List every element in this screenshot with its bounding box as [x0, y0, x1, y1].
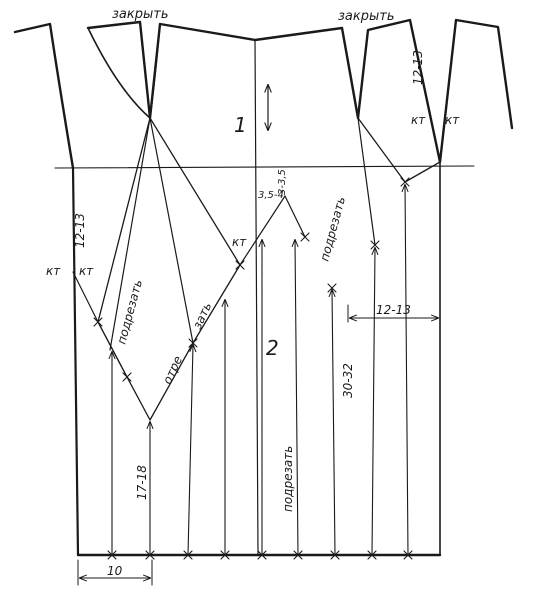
label-12-13-left: 12-13 [73, 213, 87, 248]
center-connector [239, 195, 286, 266]
hip-line [54, 165, 475, 169]
left-side-seam [71, 166, 80, 557]
label-cut-off-b: зать [190, 300, 214, 331]
label-kt-center: кт [232, 235, 247, 249]
center-line [254, 39, 259, 556]
label-cut-right: подрезать [317, 195, 348, 263]
right-connector [284, 195, 306, 238]
label-kt-left-b: кт [79, 264, 94, 278]
label-close-right: закрыть [338, 9, 394, 24]
label-3-3-5: 3-3,5 [277, 169, 288, 195]
label-cut-off-a: отре [160, 354, 185, 387]
node-marks [93, 177, 410, 382]
label-kt-right-a: кт [411, 113, 426, 127]
label-kt-left-a: кт [46, 264, 61, 278]
label-region-2: 2 [266, 336, 279, 360]
label-close-left: закрыть [112, 7, 168, 22]
label-12-13-right-top: 12-13 [411, 50, 425, 85]
label-12-13-right-mid: 12-13 [376, 303, 411, 317]
label-cut-left: подрезать [114, 278, 145, 346]
vertical-arrows [112, 185, 408, 556]
waist-contour [13, 18, 514, 170]
right-diamond [357, 117, 441, 183]
left-to-seam-b [97, 321, 128, 378]
label-10: 10 [107, 564, 123, 578]
label-kt-right-b: кт [445, 113, 460, 127]
label-3-5-4: 3,5-4 [258, 190, 284, 201]
label-region-1: 1 [234, 113, 247, 137]
right-dart [341, 27, 369, 119]
left-to-seam-a [72, 271, 99, 323]
label-30-32: 30-32 [341, 363, 355, 398]
left-dart [87, 23, 161, 119]
label-cut-bottom: подрезать [281, 446, 295, 512]
hem-marks [107, 550, 413, 560]
left-diamond-spine-a [109, 117, 151, 351]
label-17-18: 17-18 [135, 465, 149, 500]
right-diamond-spine [357, 117, 376, 246]
left-diamond-spine-b [149, 117, 194, 344]
